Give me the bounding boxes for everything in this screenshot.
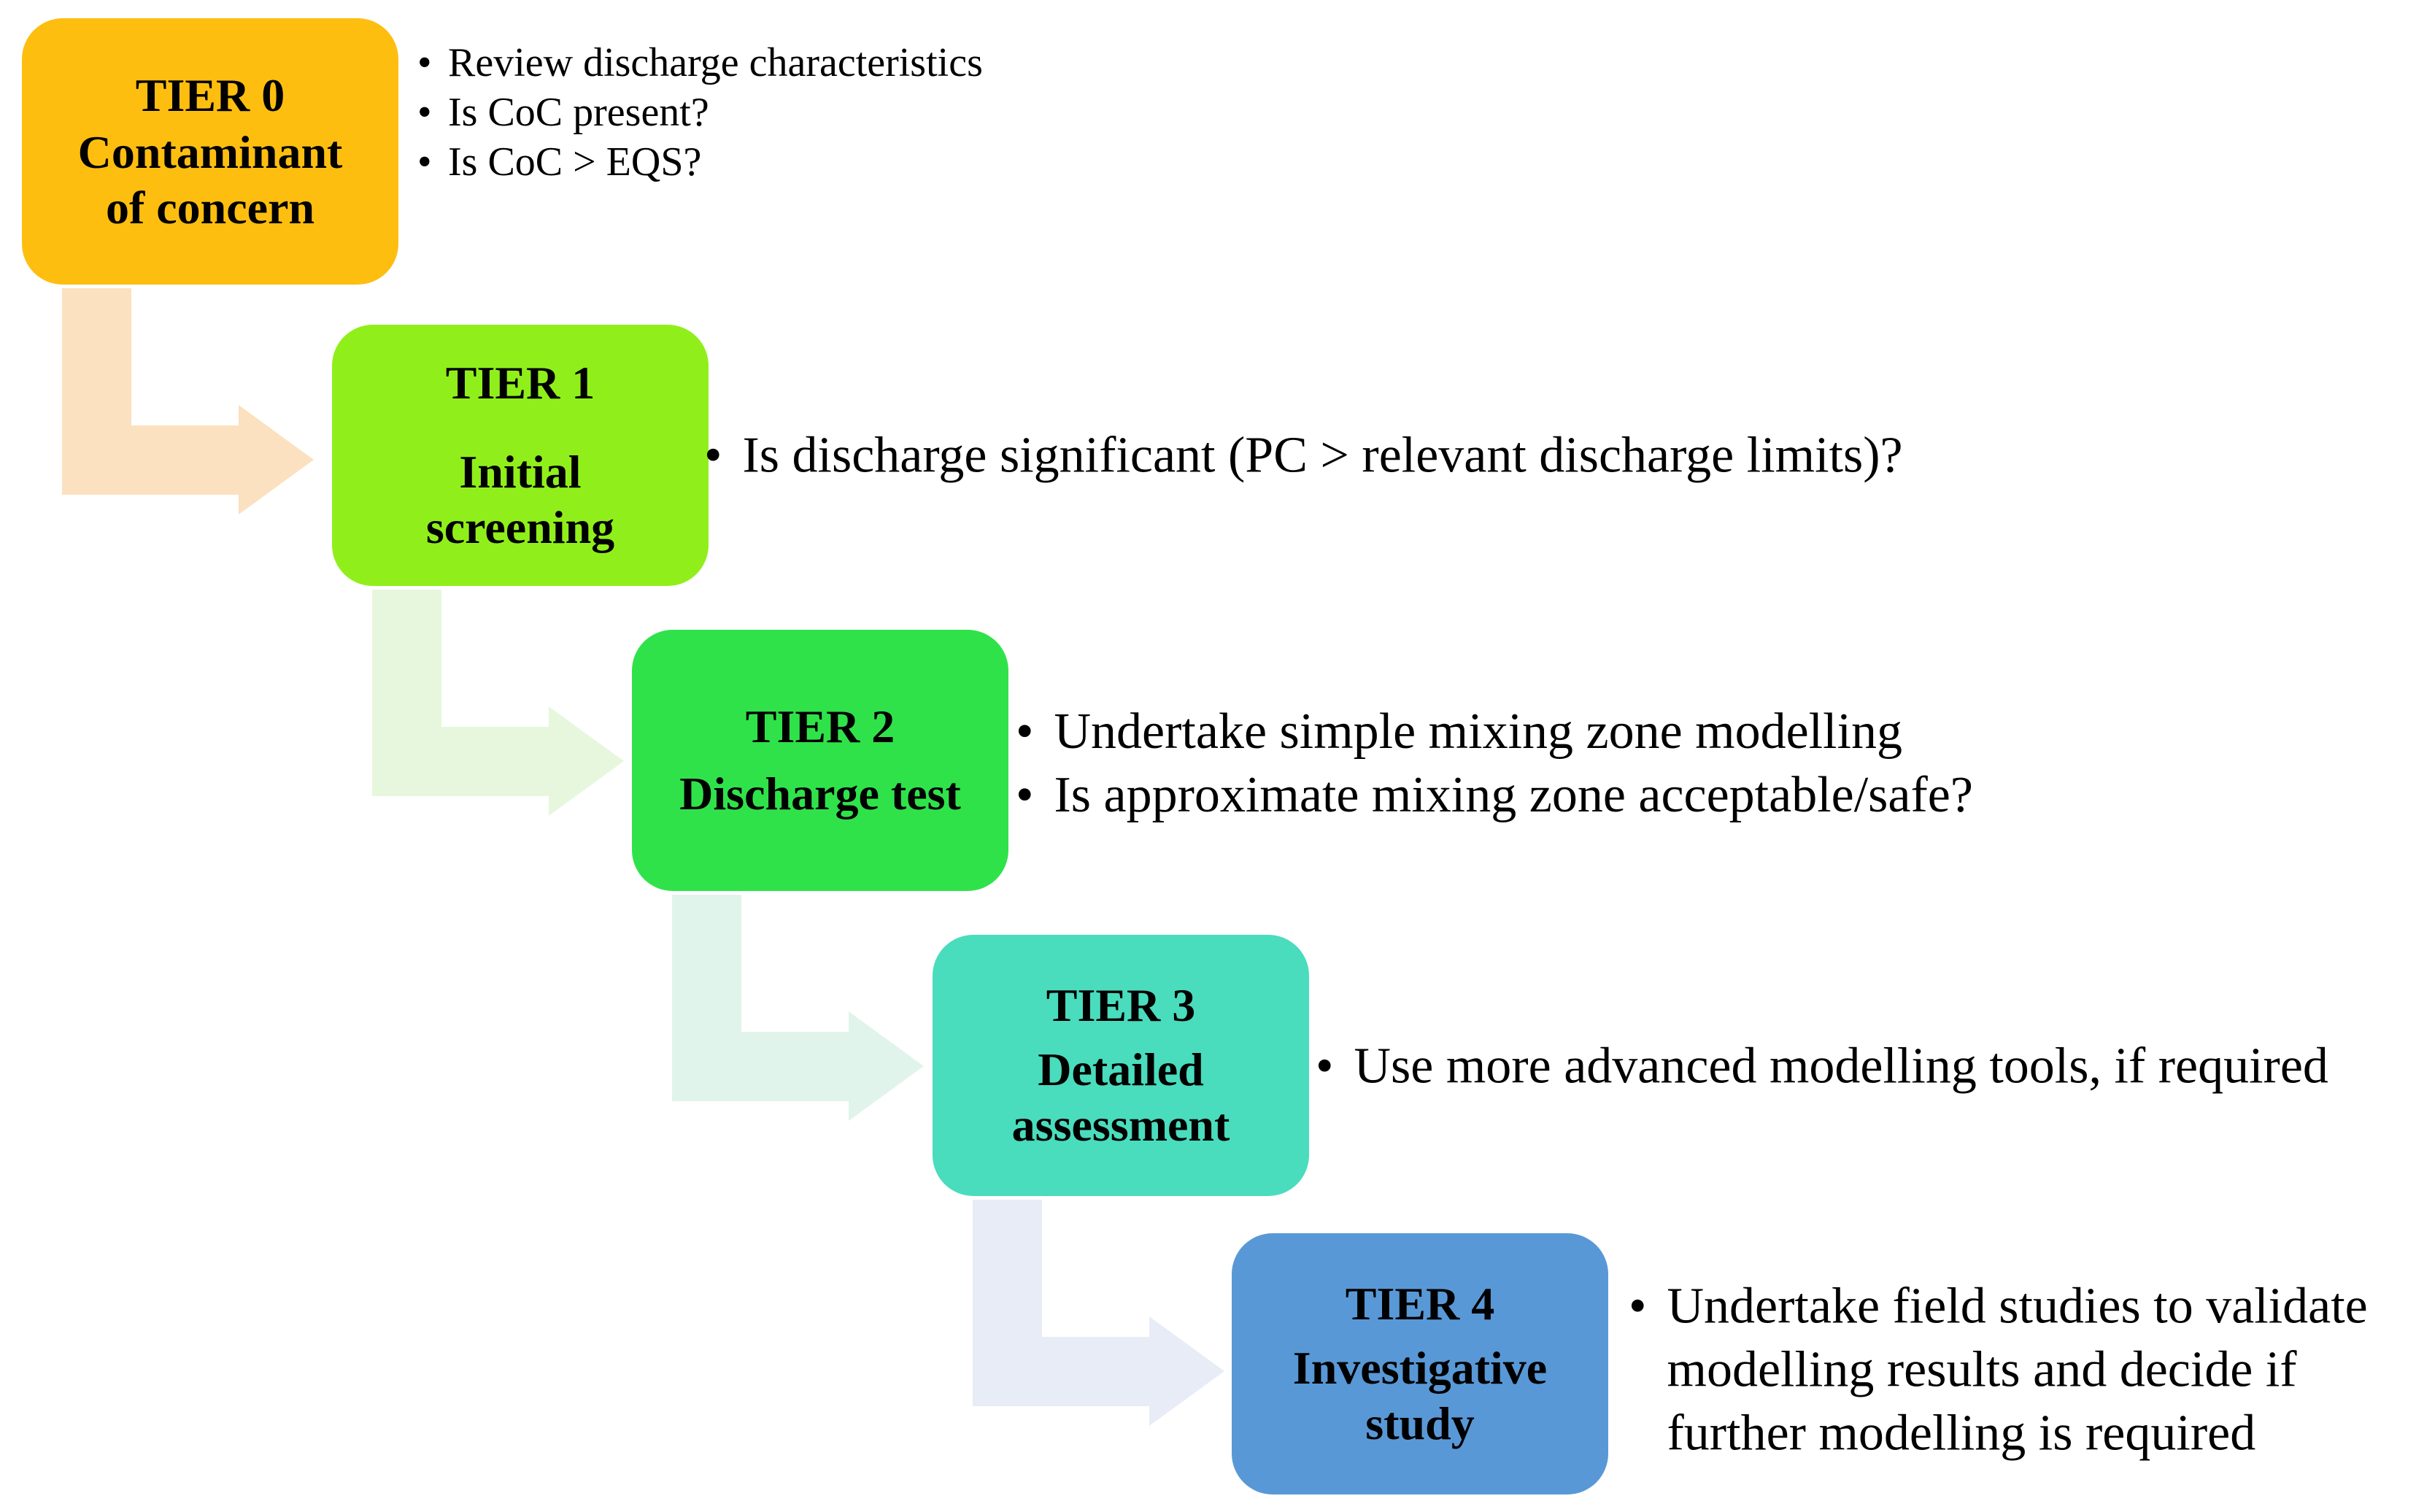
tier-1-subtitle: Initial screening	[425, 446, 615, 553]
tier-1-title: TIER 1	[445, 357, 595, 409]
tier-2-box: TIER 2 Discharge test	[632, 630, 1008, 891]
tier-4-bullets: • Undertake field studies to validate mod…	[1629, 1275, 2368, 1465]
bullet-item: • Is discharge significant (PC > relevant…	[704, 424, 1903, 487]
tier-3-subtitle: Detailed assessment	[1011, 1044, 1230, 1151]
elbow-arrow-shape	[672, 895, 924, 1121]
bullet-text: Is CoC present?	[448, 90, 709, 135]
bullet-icon: •	[704, 427, 722, 484]
bullet-item: • Is approximate mixing zone acceptable/s…	[1016, 763, 1973, 827]
bullet-icon: •	[1016, 767, 1034, 823]
tier-2-title: TIER 2	[745, 701, 895, 752]
bullet-text: Review discharge characteristics	[448, 40, 983, 85]
bullet-item: • Use more advanced modelling tools, if r…	[1316, 1035, 2328, 1098]
tier-3-title: TIER 3	[1046, 979, 1196, 1031]
elbow-arrow-tier0-to-tier1	[62, 288, 314, 514]
bullet-text: Undertake field studies to validate	[1667, 1278, 2368, 1335]
bullet-text: Is CoC > EQS?	[448, 139, 702, 185]
tier-4-title: TIER 4	[1345, 1278, 1495, 1330]
tier-0-title: TIER 0	[135, 69, 285, 121]
tier-1-bullets: • Is discharge significant (PC > relevant…	[704, 424, 1903, 487]
tier-1-box: TIER 1 Initial screening	[332, 325, 709, 586]
tier-4-subtitle: Investigative study	[1292, 1342, 1548, 1449]
bullet-icon: •	[417, 139, 432, 185]
bullet-text: Undertake simple mixing zone modelling	[1054, 703, 1903, 760]
tier-0-subtitle: Contaminant of concern	[77, 126, 343, 234]
bullet-text: Is approximate mixing zone acceptable/sa…	[1054, 767, 1973, 823]
elbow-arrow-shape	[62, 288, 314, 514]
bullet-item: • Review discharge characteristics	[417, 38, 983, 88]
bullet-text-line: further modelling is required	[1667, 1405, 2256, 1462]
tier-2-bullets: •Undertake simple mixing zone modelling …	[1016, 700, 1973, 827]
elbow-arrow-shape	[372, 590, 624, 816]
bullet-icon: •	[1316, 1038, 1334, 1095]
elbow-arrow-tier3-to-tier4	[973, 1200, 1224, 1426]
bullet-icon: •	[1016, 703, 1034, 760]
bullet-icon: •	[417, 90, 432, 135]
tier-0-box: TIER 0 Contaminant of concern	[22, 18, 398, 285]
tier-2-subtitle: Discharge test	[679, 768, 961, 819]
tier-3-bullets: • Use more advanced modelling tools, if r…	[1316, 1035, 2328, 1098]
bullet-icon: •	[417, 40, 432, 85]
bullet-item: • Undertake field studies to validate	[1629, 1275, 2368, 1338]
tier-0-bullets: • Review discharge characteristics • Is Co…	[417, 38, 983, 187]
elbow-arrow-shape	[973, 1200, 1224, 1426]
bullet-text: Is discharge significant (PC > relevant …	[742, 427, 1903, 484]
bullet-item: • Is CoC present?	[417, 88, 983, 137]
tier-3-box: TIER 3 Detailed assessment	[933, 935, 1309, 1196]
bullet-icon: •	[1629, 1278, 1647, 1335]
elbow-arrow-tier1-to-tier2	[372, 590, 624, 816]
elbow-arrow-tier2-to-tier3	[672, 895, 924, 1121]
tier-4-box: TIER 4 Investigative study	[1232, 1233, 1608, 1494]
bullet-item: • Undertake simple mixing zone modelling	[1016, 700, 1973, 763]
bullet-item: • Is CoC > EQS?	[417, 137, 983, 187]
bullet-text-line: modelling results and decide if	[1667, 1341, 2297, 1398]
bullet-text: Use more advanced modelling tools, if re…	[1354, 1038, 2328, 1095]
